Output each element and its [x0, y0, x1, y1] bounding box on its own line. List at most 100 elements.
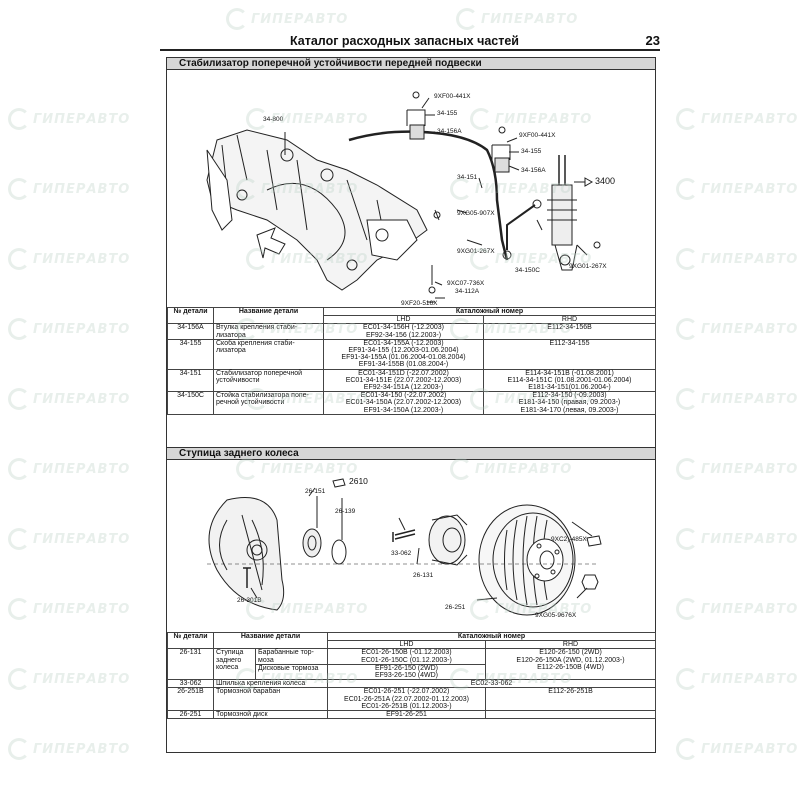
- diagram-label: 26-301B: [237, 597, 262, 604]
- page-title: Каталог расходных запасных частей: [290, 34, 519, 48]
- diagram-label: 9XG01-267X: [457, 248, 495, 255]
- part-number: 34-151: [167, 368, 214, 393]
- lhd-value: EF91-26-150 (2WD) EF93-26-150 (4WD): [327, 663, 486, 681]
- watermark-logo-icon: [8, 528, 30, 550]
- table-row: Дисковые тормоза EF91-26-150 (2WD) EF93-…: [168, 663, 656, 681]
- diagram-label: 34-156A: [437, 128, 462, 135]
- watermark: ГИПЕРАВТО: [456, 8, 578, 30]
- table-row: 34-150C Стойка стабилизатора попе- речно…: [167, 391, 657, 415]
- rear-hub-diagram: 2610 26-151 26-139 33-062 26-131 9XC2)-4…: [167, 460, 655, 632]
- col-header-lhd: LHD: [323, 315, 484, 325]
- watermark-logo-icon: [676, 738, 698, 760]
- watermark-logo-icon: [676, 458, 698, 480]
- watermark-logo-icon: [676, 248, 698, 270]
- part-number: 33-062: [167, 679, 214, 689]
- watermark-logo-icon: [8, 178, 30, 200]
- catalog-value: EC02-33-062: [326, 679, 657, 689]
- lhd-value: EC01-34-151D (-22.07.2002) EC01-34-151E …: [323, 368, 484, 393]
- col-header-name: Название детали: [213, 631, 328, 650]
- watermark-logo-icon: [676, 598, 698, 620]
- col-header-rhd: RHD: [484, 640, 657, 650]
- part-name: Шпилька крепления колеса: [213, 679, 328, 689]
- watermark-logo-icon: [676, 108, 698, 130]
- diagram-label: 34-150C: [515, 267, 540, 274]
- watermark-logo-icon: [8, 388, 30, 410]
- part-number: 26-251B: [167, 687, 214, 712]
- rhd-value-disc: E112-26-150B (4WD): [537, 663, 604, 671]
- watermark-logo-icon: [676, 318, 698, 340]
- diagram-label: 9XF00-441X: [519, 132, 556, 139]
- diagram-label: 26-139: [335, 508, 356, 515]
- watermark: ГИПЕРАВТО: [8, 528, 130, 550]
- diagram-label: 9XG01-267X: [569, 263, 607, 270]
- watermark: ГИПЕРАВТО: [8, 458, 130, 480]
- rear-hub-parts-table: № детали Название детали Каталожный номе…: [167, 631, 657, 720]
- stabilizer-parts-table: № детали Название детали Каталожный номе…: [167, 306, 657, 415]
- watermark-logo-icon: [8, 668, 30, 690]
- watermark: ГИПЕРАВТО: [8, 668, 130, 690]
- rhd-value: [484, 710, 657, 720]
- diagram-label: 2610: [349, 476, 368, 486]
- lhd-value: EC01-26-150B (-01.12.2003) EC01-26-150C …: [327, 648, 486, 665]
- lhd-value: EC01-26-251 (-22.07.2002) EC01-26-251A (…: [327, 687, 486, 712]
- part-name: Стойка стабилизатора попе- речной устойч…: [213, 391, 324, 415]
- watermark: ГИПЕРАВТО: [8, 248, 130, 270]
- rhd-value: E112-34-156B: [482, 323, 657, 340]
- rhd-value: E120-26-150 (2WD) E120-26-150A (2WD, 01.…: [484, 648, 657, 681]
- part-name: Тормозной барабан: [213, 687, 328, 712]
- watermark: ГИПЕРАВТО: [8, 738, 130, 760]
- diagram-label: 34-155: [521, 148, 542, 155]
- part-number: 26-251: [167, 710, 214, 720]
- stabilizer-drawing: [206, 91, 601, 303]
- part-name: Тормозной диск: [213, 710, 328, 720]
- diagram-label: 34-800: [263, 116, 284, 123]
- lhd-value: EC01-34-156H (-12.2003) EF92-34-156 (12.…: [323, 323, 484, 340]
- lhd-value: EC01-34-155A (-12.2003) EF91-34-155 (12.…: [323, 338, 484, 370]
- page-number: 23: [645, 33, 660, 48]
- table-row: 26-251 Тормозной диск EF91-26-251: [167, 710, 657, 720]
- table-row: 34-151 Стабилизатор поперечной устойчиво…: [167, 368, 657, 393]
- watermark-logo-icon: [676, 668, 698, 690]
- watermark: ГИПЕРАВТО: [226, 8, 348, 30]
- diagram-label: 26-151: [305, 488, 326, 495]
- watermark: ГИПЕРАВТО: [676, 668, 798, 690]
- diagram-label: 9XC07-736X: [447, 280, 485, 287]
- col-header-num: № детали: [167, 631, 214, 650]
- watermark: ГИПЕРАВТО: [676, 178, 798, 200]
- diagram-label: 9XF00-441X: [434, 93, 471, 100]
- diagram-label: 33-062: [391, 550, 412, 557]
- lhd-value: EF91-26-251: [327, 710, 486, 720]
- watermark-logo-icon: [8, 458, 30, 480]
- part-name: Скоба крепления стаби- лизатора: [213, 338, 324, 370]
- table-row: 26-131 Ступица заднего колеса Барабанные…: [167, 648, 657, 681]
- diagram-label: 34-151: [457, 174, 478, 181]
- watermark: ГИПЕРАВТО: [676, 108, 798, 130]
- watermark: ГИПЕРАВТО: [8, 108, 130, 130]
- diagram-label: 9XC2)-485X: [551, 536, 587, 543]
- watermark: ГИПЕРАВТО: [8, 388, 130, 410]
- diagram-label: 26-251: [445, 604, 466, 611]
- watermark: ГИПЕРАВТО: [676, 528, 798, 550]
- part-name: Стабилизатор поперечной устойчивости: [213, 368, 324, 393]
- watermark: ГИПЕРАВТО: [676, 738, 798, 760]
- section-rear-hub: Ступица заднего колеса: [166, 447, 657, 753]
- part-variant: Барабанные тор- моза: [255, 648, 328, 665]
- rhd-value: E112-34-155: [482, 338, 657, 370]
- part-number: 34-155: [167, 338, 214, 370]
- section-title: Стабилизатор поперечной устойчивости пер…: [167, 58, 655, 70]
- watermark-logo-icon: [676, 528, 698, 550]
- watermark: ГИПЕРАВТО: [8, 318, 130, 340]
- table-row: 34-156A Втулка крепления стаби- лизатора…: [167, 323, 657, 340]
- col-header-rhd: RHD: [482, 315, 657, 325]
- rhd-value: E112-26-251B: [484, 687, 657, 712]
- col-header-num: № детали: [167, 306, 214, 325]
- rhd-value: E112-34-150 (-09.2003) E181-34-150 (прав…: [482, 391, 657, 415]
- section-front-stabilizer: Стабилизатор поперечной устойчивости пер…: [166, 57, 657, 451]
- diagram-label: 26-131: [413, 572, 434, 579]
- part-number: 26-131: [167, 648, 214, 681]
- part-number: 34-150C: [167, 391, 214, 415]
- watermark-logo-icon: [8, 108, 30, 130]
- watermark: ГИПЕРАВТО: [676, 458, 798, 480]
- diagram-label: 34-155: [437, 110, 458, 117]
- part-number: 34-156A: [167, 323, 214, 340]
